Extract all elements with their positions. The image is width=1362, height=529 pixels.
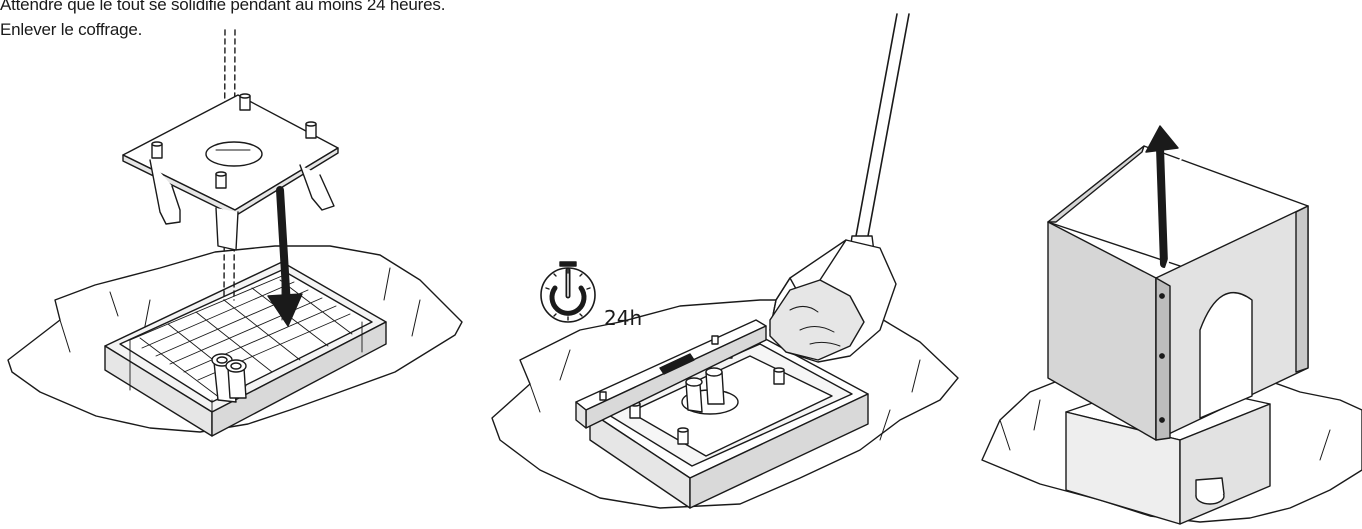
rebar-cage xyxy=(129,275,363,431)
stopwatch-icon xyxy=(540,261,596,323)
shovel xyxy=(769,13,910,363)
down-arrow-icon xyxy=(267,186,303,327)
instructions: Attendre que le tout se solidifie pendan… xyxy=(0,0,445,42)
panel-1-plate-insertion xyxy=(7,29,463,437)
earth-on-shovel xyxy=(769,279,865,361)
panel-3-formwork-removal xyxy=(981,125,1362,525)
panel-2-curing xyxy=(491,13,959,509)
conduit-tubes-1 xyxy=(211,353,247,403)
instruction-line-2: Enlever le coffrage. xyxy=(0,20,143,39)
conduit-tubes-2 xyxy=(685,367,725,413)
formwork-box xyxy=(1047,145,1309,441)
spirit-level xyxy=(575,319,767,429)
up-arrow-icon xyxy=(1145,125,1193,269)
bolts-1 xyxy=(151,93,317,189)
concrete-side-2 xyxy=(689,393,869,509)
instruction-line-1: Attendre que le tout se solidifie pendan… xyxy=(0,0,446,14)
timer-label: 24h xyxy=(604,306,643,330)
